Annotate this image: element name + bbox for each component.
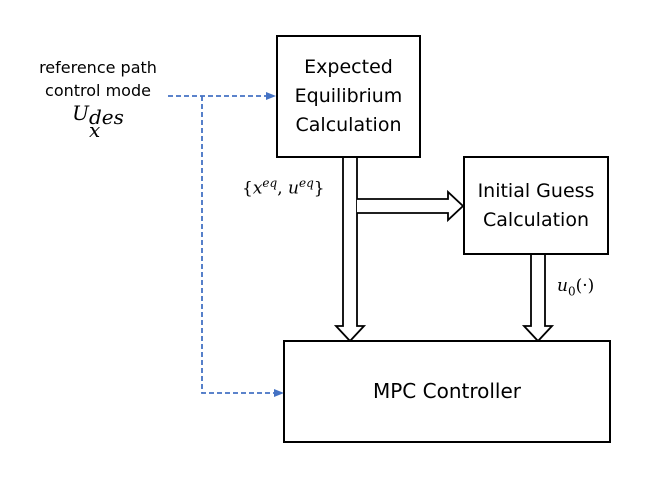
ux-superscript: des xyxy=(88,105,124,129)
eq-comma: , xyxy=(277,178,289,199)
eq-brace-close: } xyxy=(313,178,325,199)
initial-guess-block: Initial Guess Calculation xyxy=(463,156,609,255)
eq-brace-open: { xyxy=(242,178,253,199)
arrow-initial-guess-to-mpc xyxy=(521,255,555,343)
arrow-equilibrium-to-mpc xyxy=(333,158,367,343)
expected-equilibrium-block: Expected Equilibrium Calculation xyxy=(276,35,421,158)
dashed-arrowhead-to-mpc-controller xyxy=(274,389,284,397)
expected-equilibrium-line-2: Equilibrium xyxy=(294,85,403,107)
equilibrium-signal-label: {xeq, ueq} xyxy=(242,176,325,199)
arrow-equilibrium-to-initial-guess xyxy=(357,189,465,223)
u0-base: u xyxy=(557,276,568,296)
mpc-controller-label: MPC Controller xyxy=(372,379,522,403)
initial-guess-line-2: Calculation xyxy=(483,208,589,231)
initial-guess-signal-label: u0(·) xyxy=(557,276,594,298)
ux-base: U xyxy=(72,101,89,125)
eq-u-superscript: eq xyxy=(298,176,314,190)
dashed-arrowhead-to-expected-equilibrium xyxy=(266,92,276,100)
ux-subscript: x xyxy=(88,118,101,142)
eq-x-superscript: eq xyxy=(262,176,278,190)
u0-argument: (·) xyxy=(575,276,595,296)
control-mode-label: control mode xyxy=(45,81,151,100)
u0-subscript: 0 xyxy=(567,284,576,299)
eq-u: u xyxy=(288,178,299,199)
initial-guess-line-1: Initial Guess xyxy=(477,179,595,202)
mpc-controller-block: MPC Controller xyxy=(283,340,611,443)
expected-equilibrium-line-3: Calculation xyxy=(295,114,402,136)
dashed-line-down xyxy=(201,96,276,394)
expected-equilibrium-line-1: Expected xyxy=(304,56,393,78)
eq-x: x xyxy=(252,178,263,199)
dashed-input-connectors xyxy=(168,95,276,394)
reference-path-label: reference path xyxy=(39,58,157,77)
